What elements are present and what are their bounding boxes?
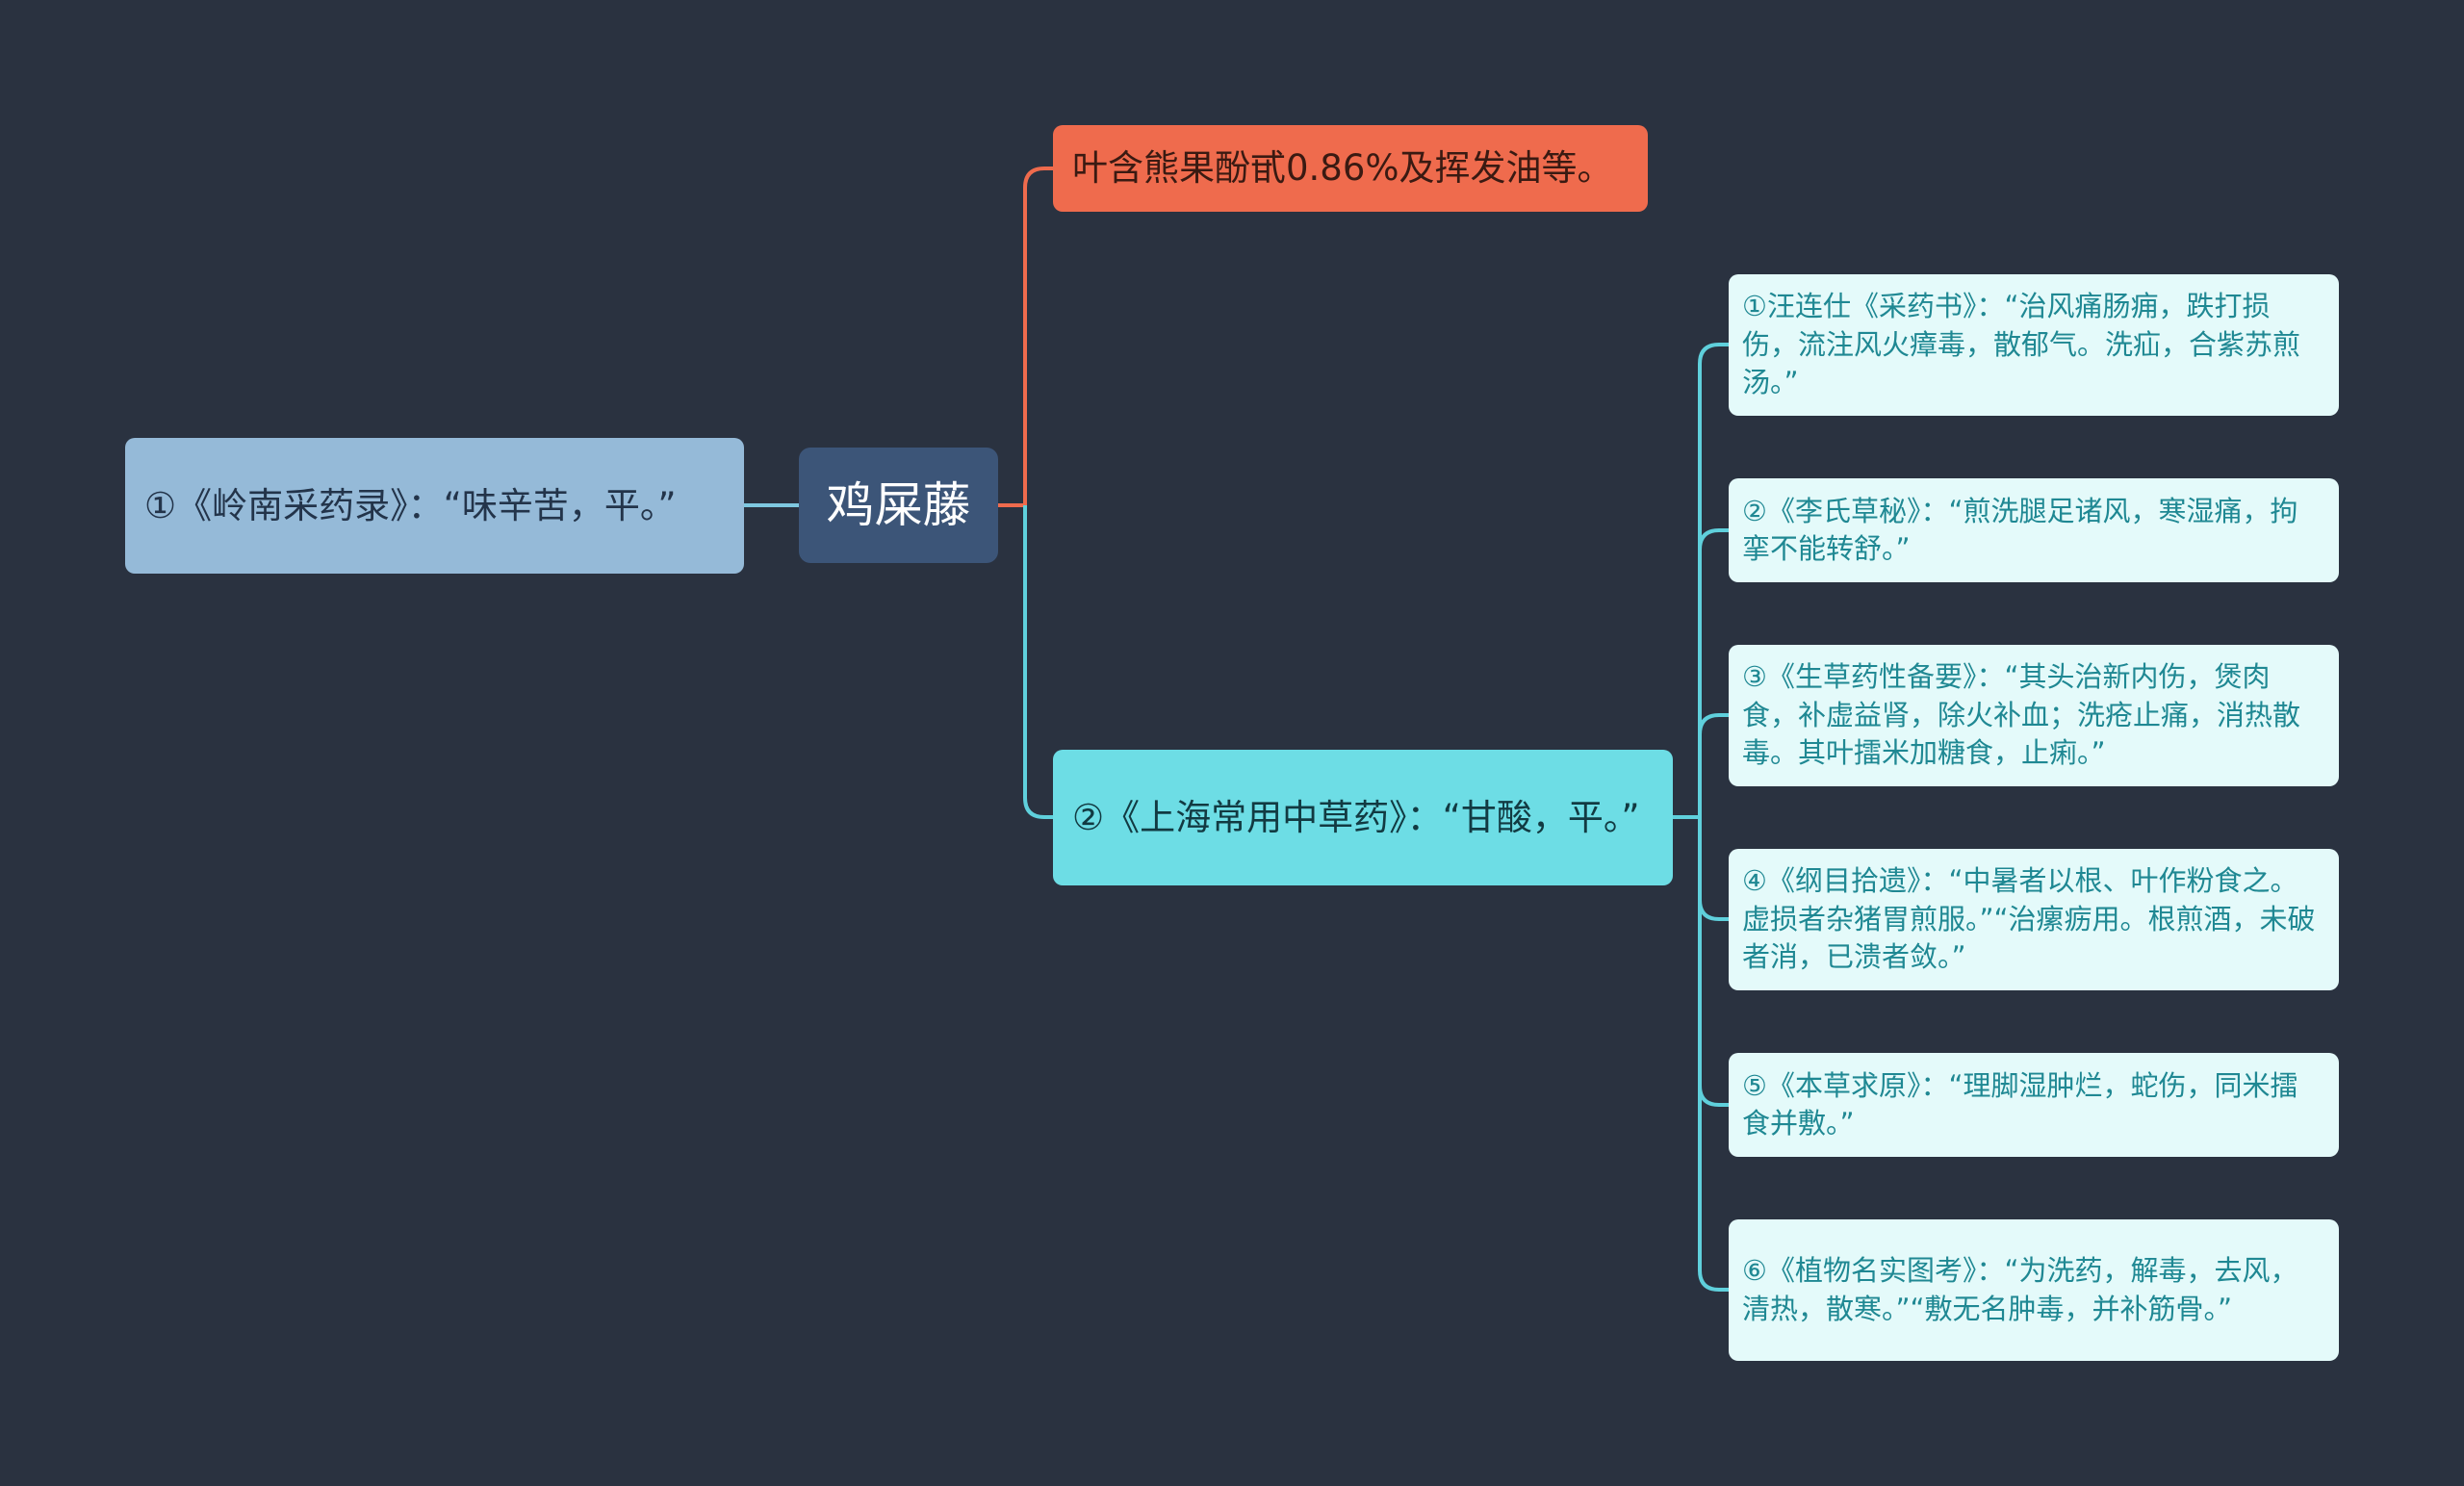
connector-root-middle [1023,505,1053,819]
leaf-node-label: ③《生草药性备要》：“其头治新内伤，煲肉食，补虚益肾，除火补血；洗疮止痛，消热散… [1742,660,2301,770]
leaf-node-label: ①汪连仕《采药书》：“治风痛肠痈，跌打损伤，流注风火瘴毒，散郁气。洗疝，合紫苏煎… [1742,290,2301,399]
leaf-node[interactable]: ③《生草药性备要》：“其头治新内伤，煲肉食，补虚益肾，除火补血；洗疮止痛，消热散… [1729,645,2339,786]
connector-leaf-5 [1698,817,1729,1292]
leaf-node-label: ⑥《植物名实图考》：“为洗药，解毒，去风，清热，散寒。”“敷无名肿毒，并补筋骨。… [1742,1254,2298,1325]
leaf-node[interactable]: ②《李氏草秘》：“煎洗腿足诸风，寒湿痛，拘挛不能转舒。” [1729,478,2339,582]
root-node[interactable]: 鸡屎藤 [799,448,998,563]
leaf-node-label: ②《李氏草秘》：“煎洗腿足诸风，寒湿痛，拘挛不能转舒。” [1742,494,2298,565]
connector-leaf-3 [1698,817,1729,921]
leaf-node[interactable]: ⑤《本草求原》：“理脚湿肿烂，蛇伤，同米擂食并敷。” [1729,1053,2339,1157]
root-node-label: 鸡屎藤 [826,476,971,533]
connector-root-top [998,167,1053,507]
leaf-node-label: ⑤《本草求原》：“理脚湿肿烂，蛇伤，同米擂食并敷。” [1742,1068,2298,1140]
connector-leaf-1 [1698,528,1729,817]
leaf-node[interactable]: ⑥《植物名实图考》：“为洗药，解毒，去风，清热，散寒。”“敷无名肿毒，并补筋骨。… [1729,1219,2339,1361]
leaf-node-label: ④《纲目拾遗》：“中暑者以根、叶作粉食之。虚损者杂猪胃煎服。”“治瘰疬用。根煎酒… [1742,864,2316,974]
branch-node-middle-label: ②《上海常用中草药》：“甘酸，平。” [1072,796,1640,838]
branch-node-left[interactable]: ①《岭南采药录》：“味辛苦，平。” [125,438,744,574]
leaf-node[interactable]: ①汪连仕《采药书》：“治风痛肠痈，跌打损伤，流注风火瘴毒，散郁气。洗疝，合紫苏煎… [1729,274,2339,416]
connector-leaf-0 [1698,343,1729,817]
leaf-node[interactable]: ④《纲目拾遗》：“中暑者以根、叶作粉食之。虚损者杂猪胃煎服。”“治瘰疬用。根煎酒… [1729,849,2339,990]
connector-leaf-2 [1698,713,1729,817]
branch-node-top[interactable]: 叶含熊果酚甙0.86%及挥发油等。 [1053,125,1648,212]
connector-leaf-4 [1698,817,1729,1107]
branch-node-middle[interactable]: ②《上海常用中草药》：“甘酸，平。” [1053,750,1673,885]
branch-node-left-label: ①《岭南采药录》：“味辛苦，平。” [144,484,677,526]
branch-node-top-label: 叶含熊果酚甙0.86%及挥发油等。 [1072,147,1613,190]
